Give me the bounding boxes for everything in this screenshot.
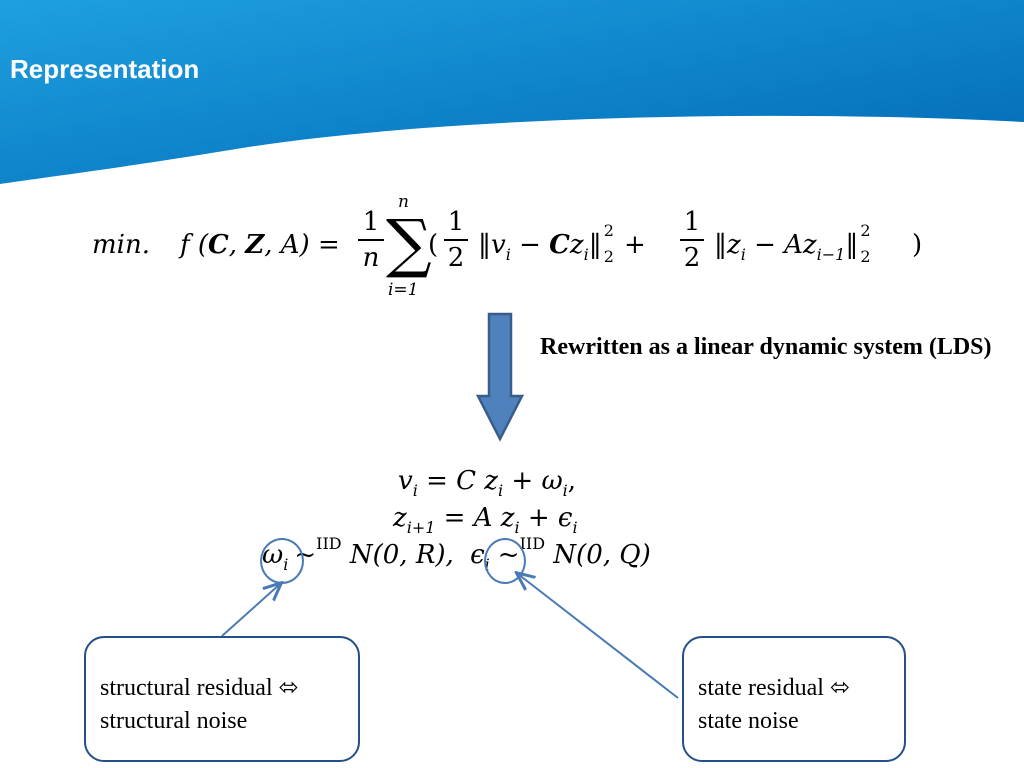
slide-title: Representation bbox=[10, 54, 200, 84]
sum-symbol: ∑ bbox=[386, 207, 432, 281]
sum-lower-limit: i=1 bbox=[388, 280, 419, 300]
open-paren: ( bbox=[428, 230, 439, 260]
state-equation: zi+1 = A zi + ϵi bbox=[393, 503, 578, 537]
noise-distribution-equation: ωi~IID N(0, R), ϵi~IID N(0, Q) bbox=[262, 534, 651, 574]
objective-function: f (C, Z, A) = bbox=[180, 230, 340, 260]
lds-note: Rewritten as a linear dynamic system (LD… bbox=[540, 334, 992, 360]
epsilon-highlight-circle bbox=[484, 538, 526, 584]
state-line-2: state noise bbox=[698, 708, 799, 734]
sum-upper-limit: n bbox=[398, 192, 409, 212]
min-label: min. bbox=[92, 230, 150, 260]
close-paren: ) bbox=[912, 230, 923, 260]
structural-pointer bbox=[221, 584, 280, 637]
observation-equation: vi = C zi + ωi, bbox=[398, 466, 577, 500]
structural-line-2: structural noise bbox=[100, 708, 248, 734]
state-pointer bbox=[518, 574, 679, 699]
structural-callout: structural residual ⬄ structural noise bbox=[84, 636, 360, 762]
omega-highlight-circle bbox=[260, 538, 304, 584]
state-callout: state residual ⬄ state noise bbox=[682, 636, 906, 762]
header-band bbox=[0, 0, 1024, 184]
state-line-1: state residual ⬄ bbox=[698, 675, 851, 701]
down-arrow-icon bbox=[476, 312, 524, 442]
epsilon-symbol: ϵ bbox=[470, 540, 485, 570]
structural-line-1: structural residual ⬄ bbox=[100, 675, 299, 701]
